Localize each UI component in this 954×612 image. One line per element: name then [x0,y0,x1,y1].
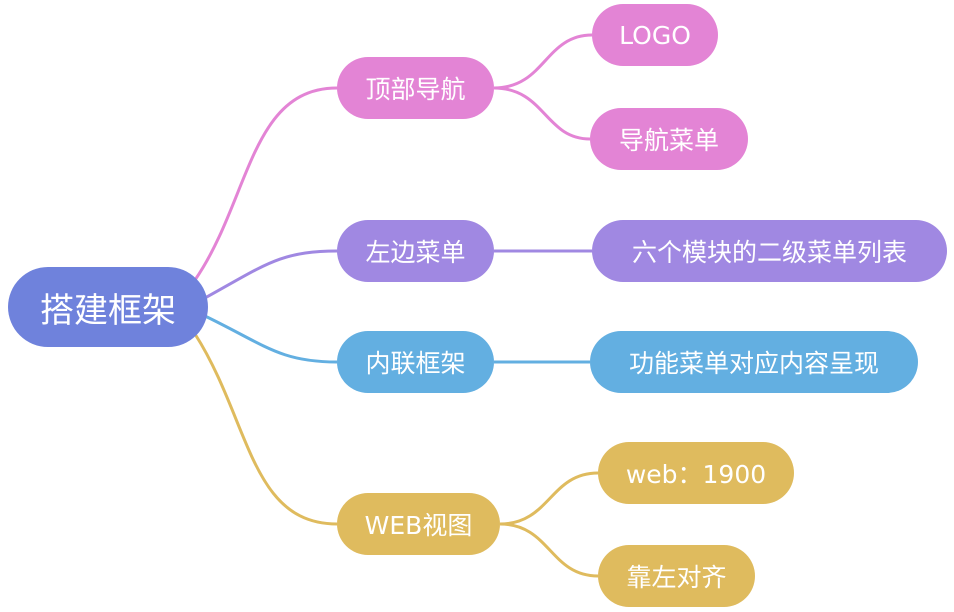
edge-root-top-nav [193,86,338,281]
edge-top-nav-logo [493,33,593,90]
branch-node-label: 内联框架 [365,349,466,378]
leaf-node-submenu-list[interactable]: 六个模块的二级菜单列表 [592,220,947,282]
root-node-label: 搭建框架 [40,290,176,331]
branch-node-inline-frame[interactable]: 内联框架 [337,331,494,393]
branch-node-top-nav[interactable]: 顶部导航 [337,57,494,119]
leaf-node-web-width[interactable]: web：1900 [598,442,794,504]
leaf-node-nav-menu[interactable]: 导航菜单 [590,108,748,170]
branch-node-left-menu[interactable]: 左边菜单 [337,220,494,282]
leaf-node-label: web：1900 [625,460,767,489]
edge-root-inline-frame [204,314,338,364]
leaf-node-logo[interactable]: LOGO [592,4,718,66]
leaf-node-label: 六个模块的二级菜单列表 [631,238,907,267]
leaf-node-content-display[interactable]: 功能菜单对应内容呈现 [590,331,918,393]
edge-top-nav-menu [493,86,591,141]
root-node[interactable]: 搭建框架 [8,267,208,347]
leaf-node-label: 导航菜单 [618,126,719,155]
branch-node-label: WEB视图 [364,511,473,540]
edge-web-view-align [499,522,599,578]
leaf-node-label: LOGO [619,20,691,50]
leaf-node-align-left[interactable]: 靠左对齐 [598,545,755,607]
edge-root-left-menu [204,249,338,300]
branch-node-label: 左边菜单 [365,238,466,267]
branch-node-label: 顶部导航 [365,75,466,104]
leaf-node-label: 靠左对齐 [626,563,727,592]
leaf-node-label: 功能菜单对应内容呈现 [628,349,879,378]
edge-root-web-view [193,333,338,526]
branch-node-web-view[interactable]: WEB视图 [337,493,500,555]
edge-web-view-width [499,471,599,526]
